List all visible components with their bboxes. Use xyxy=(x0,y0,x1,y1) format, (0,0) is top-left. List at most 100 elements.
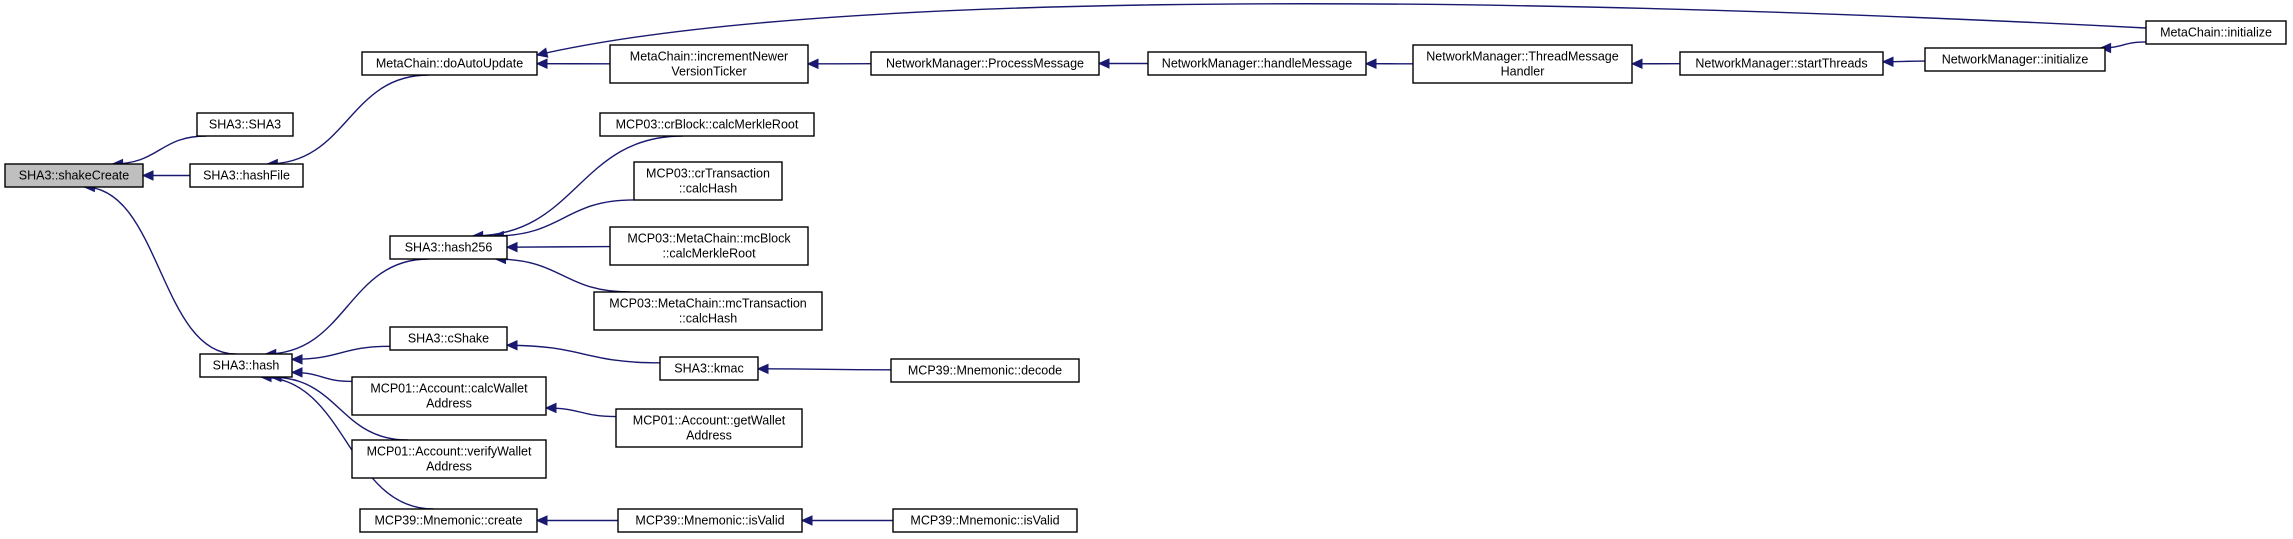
edge-handleMessage-to-processMessage xyxy=(1097,58,1148,69)
node-mcTxHash[interactable]: MCP03::MetaChain::mcTransaction::calcHas… xyxy=(593,291,823,331)
node-crTxHash[interactable]: MCP03::crTransaction::calcHash xyxy=(633,161,783,201)
node-hash[interactable]: SHA3::hash xyxy=(199,353,293,378)
node-processMessage[interactable]: NetworkManager::ProcessMessage xyxy=(870,51,1100,76)
node-box[interactable] xyxy=(617,508,803,533)
node-label: Handler xyxy=(1501,65,1545,79)
node-label: SHA3::hash256 xyxy=(405,241,493,255)
edge-threadMessageHandler-to-handleMessage xyxy=(1364,58,1414,69)
node-label: MCP39::Mnemonic::isValid xyxy=(910,514,1059,528)
node-box[interactable] xyxy=(599,112,815,137)
node-box[interactable] xyxy=(615,408,803,448)
node-nmInitialize[interactable]: NetworkManager::initialize xyxy=(1924,47,2106,72)
node-label: SHA3::shakeCreate xyxy=(19,169,130,183)
node-label: MCP01::Account::verifyWallet xyxy=(367,445,532,459)
edge-hash-to-shakeCreate xyxy=(83,181,236,355)
edge-line xyxy=(493,199,635,237)
edge-line xyxy=(757,368,892,371)
edges-layer xyxy=(83,3,2147,526)
node-box[interactable] xyxy=(4,163,144,188)
node-doAutoUpdate[interactable]: MetaChain::doAutoUpdate xyxy=(361,51,538,76)
edge-arrowhead xyxy=(806,58,819,70)
edge-arrowhead xyxy=(535,47,549,58)
node-label: MetaChain::doAutoUpdate xyxy=(376,57,523,71)
node-box[interactable] xyxy=(1412,44,1633,84)
node-isValid1[interactable]: MCP39::Mnemonic::isValid xyxy=(617,508,803,533)
node-label: VersionTicker xyxy=(671,65,746,79)
node-label: Address xyxy=(686,429,732,443)
node-box[interactable] xyxy=(659,356,759,381)
node-box[interactable] xyxy=(359,508,538,533)
node-label: SHA3::cShake xyxy=(408,332,489,346)
node-box[interactable] xyxy=(361,51,538,76)
node-box[interactable] xyxy=(196,112,294,137)
node-label: ::calcMerkleRoot xyxy=(662,247,756,261)
node-decode[interactable]: MCP39::Mnemonic::decode xyxy=(890,358,1080,383)
edge-line xyxy=(267,74,429,165)
node-label: MCP03::crTransaction xyxy=(646,167,770,181)
edge-line xyxy=(472,135,683,237)
node-crBlockMerkle[interactable]: MCP03::crBlock::calcMerkleRoot xyxy=(599,112,815,137)
node-box[interactable] xyxy=(633,161,783,201)
edge-mcInitialize-to-nmInitialize xyxy=(2099,41,2147,54)
node-mcInitialize[interactable]: MetaChain::initialize xyxy=(2145,20,2287,45)
edge-cShake-to-hash xyxy=(290,345,391,365)
node-box[interactable] xyxy=(1924,47,2106,72)
node-startThreads[interactable]: NetworkManager::startThreads xyxy=(1679,51,1884,76)
node-box[interactable] xyxy=(892,508,1078,533)
node-cShake[interactable]: SHA3::cShake xyxy=(389,326,508,351)
edge-nmInitialize-to-startThreads xyxy=(1881,56,1926,68)
node-box[interactable] xyxy=(351,439,547,479)
node-sha3ctor[interactable]: SHA3::SHA3 xyxy=(196,112,294,137)
edge-isValid1-to-mnemonicCreate xyxy=(535,515,618,526)
nodes-layer: SHA3::shakeCreate SHA3::SHA3SHA3::hashFil… xyxy=(4,20,2287,533)
edge-arrowhead xyxy=(290,367,303,378)
edge-line xyxy=(270,376,408,441)
node-label: MCP39::Mnemonic::decode xyxy=(908,364,1062,378)
node-label: NetworkManager::startThreads xyxy=(1695,57,1867,71)
node-box[interactable] xyxy=(2145,20,2287,45)
node-box[interactable] xyxy=(351,376,547,416)
node-isValid2[interactable]: MCP39::Mnemonic::isValid xyxy=(892,508,1078,533)
edge-incrementNewer-to-doAutoUpdate xyxy=(535,58,611,69)
node-box[interactable] xyxy=(1147,51,1367,76)
node-kmac[interactable]: SHA3::kmac xyxy=(659,356,759,381)
edge-line xyxy=(112,135,207,165)
edge-arrowhead xyxy=(535,58,548,69)
node-label: NetworkManager::initialize xyxy=(1942,53,2089,67)
node-handleMessage[interactable]: NetworkManager::handleMessage xyxy=(1147,51,1367,76)
node-box[interactable] xyxy=(199,353,293,378)
node-box[interactable] xyxy=(1679,51,1884,76)
node-box[interactable] xyxy=(593,291,823,331)
node-label: NetworkManager::ProcessMessage xyxy=(886,57,1084,71)
edge-getWalletAddress-to-calcWalletAddress xyxy=(544,402,617,418)
node-box[interactable] xyxy=(389,235,508,260)
node-box[interactable] xyxy=(870,51,1100,76)
node-mnemonicCreate[interactable]: MCP39::Mnemonic::create xyxy=(359,508,538,533)
edge-line xyxy=(261,376,434,510)
node-box[interactable] xyxy=(609,226,809,266)
node-label: MCP03::crBlock::calcMerkleRoot xyxy=(616,118,799,132)
node-box[interactable] xyxy=(609,44,809,84)
node-shakeCreate[interactable]: SHA3::shakeCreate xyxy=(4,163,144,188)
node-box[interactable] xyxy=(189,163,304,188)
edge-arrowhead xyxy=(505,339,518,351)
node-hash256[interactable]: SHA3::hash256 xyxy=(389,235,508,260)
node-label: Address xyxy=(426,460,472,474)
edge-line xyxy=(291,345,391,361)
node-label: ::calcHash xyxy=(679,312,737,326)
edge-arrowhead xyxy=(535,515,548,526)
node-label: SHA3::hashFile xyxy=(203,169,290,183)
edge-line xyxy=(495,258,631,293)
node-box[interactable] xyxy=(389,326,508,351)
edge-arrowhead xyxy=(1097,58,1110,69)
node-hashFile[interactable]: SHA3::hashFile xyxy=(189,163,304,188)
node-label: MetaChain::initialize xyxy=(2160,26,2272,40)
node-box[interactable] xyxy=(890,358,1080,383)
node-mcBlockMerkle[interactable]: MCP03::MetaChain::mcBlock::calcMerkleRoo… xyxy=(609,226,809,266)
